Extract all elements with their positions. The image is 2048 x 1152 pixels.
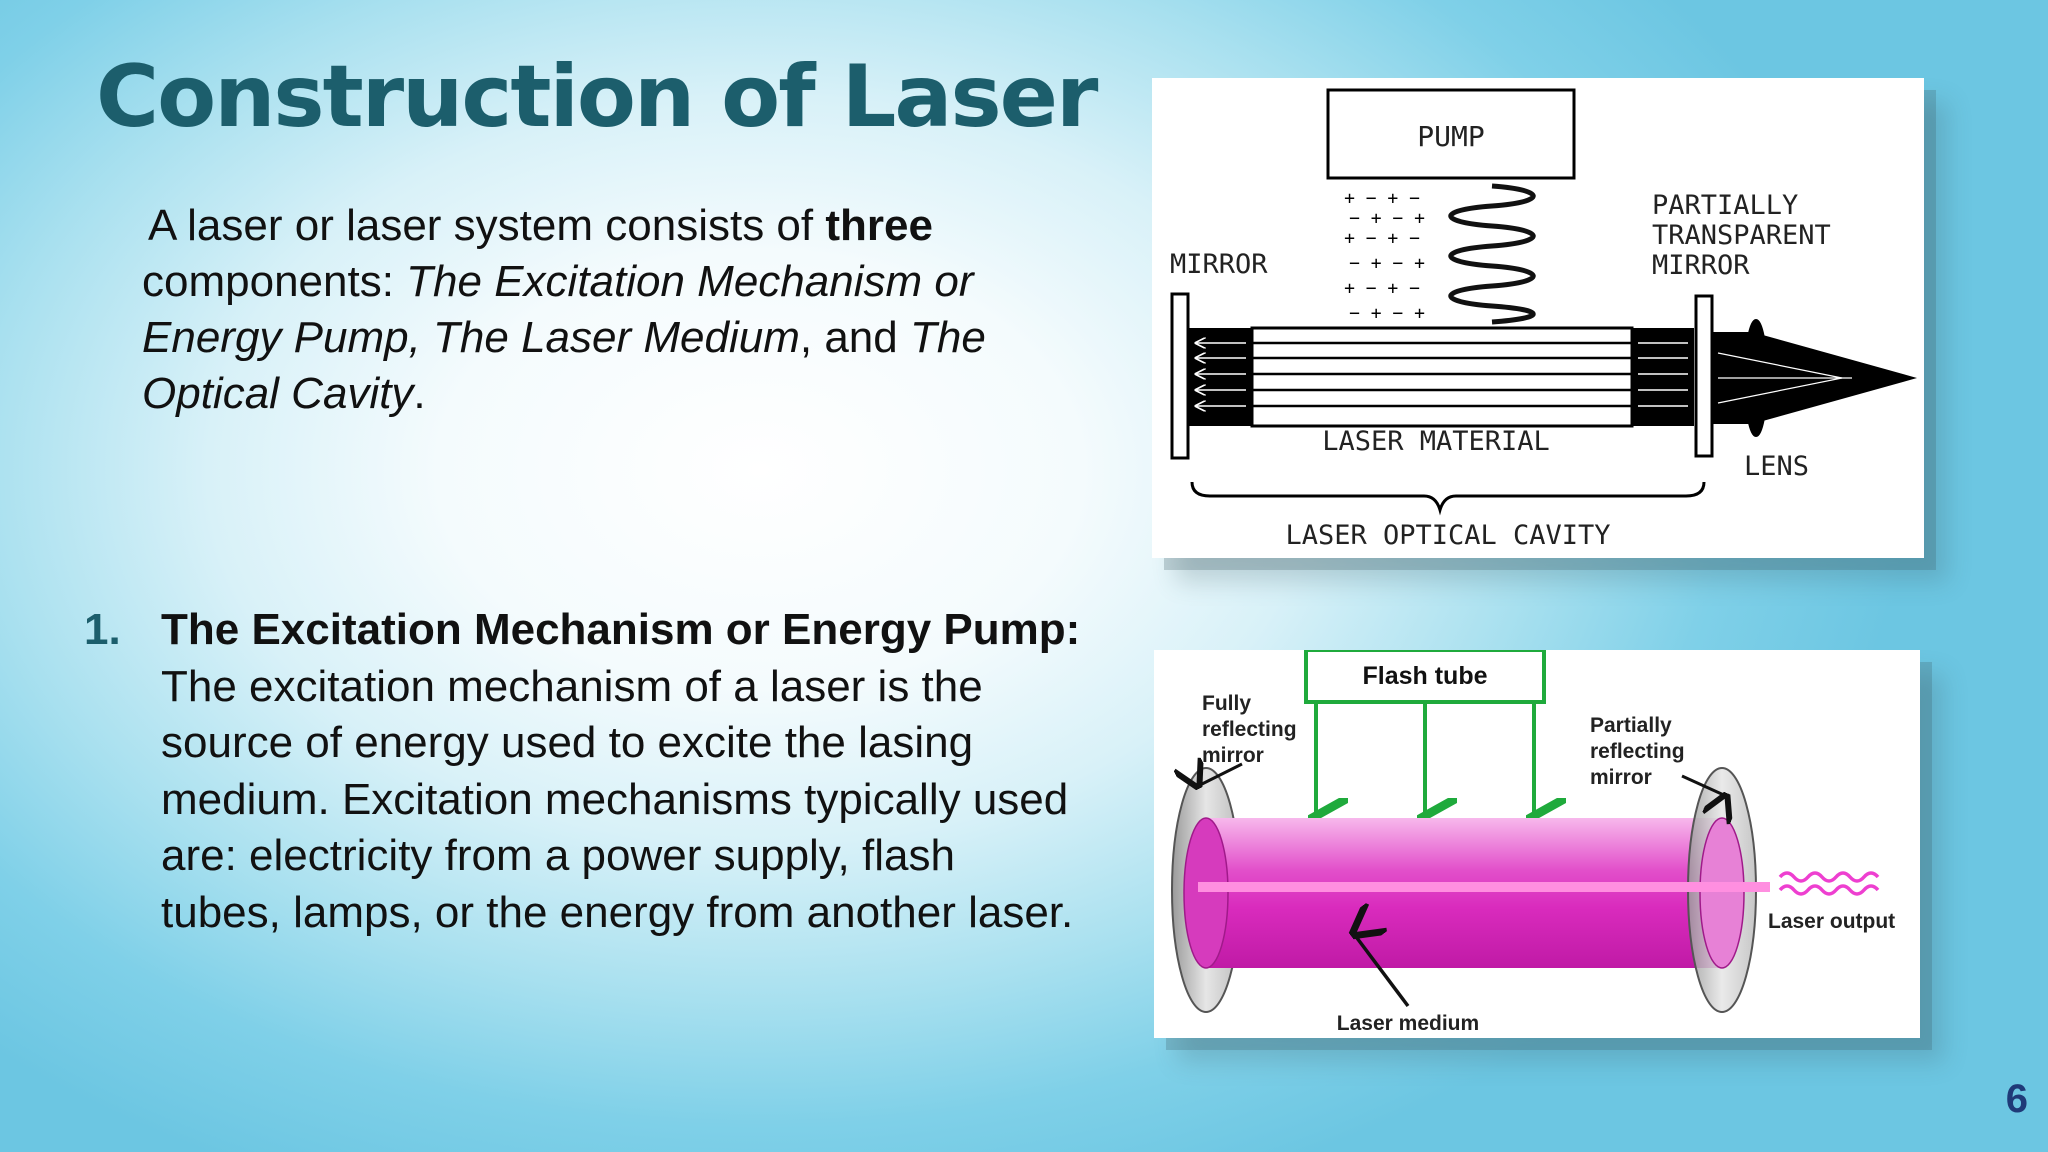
intro-paragraph: A laser or laser system consists of thre…: [142, 198, 1072, 422]
tube-left-end: [1183, 817, 1229, 969]
laser-schematic-figure: PUMP + − + − − + − + + − + − − + − + + −…: [1152, 78, 1924, 558]
pump-label: PUMP: [1417, 120, 1484, 153]
flash-tube-figure: Flash tube Laser output Fully reflecting…: [1154, 650, 1920, 1038]
charge-row-4: − + − +: [1349, 253, 1425, 274]
pump-coil: [1448, 183, 1536, 325]
intro-sep-1: [421, 313, 433, 362]
fully-line-2: reflecting: [1202, 718, 1297, 741]
laser-material-label: LASER MATERIAL: [1322, 426, 1550, 457]
numbered-point-1: 1. The Excitation Mechanism or Energy Pu…: [84, 602, 1084, 941]
lens-label: LENS: [1744, 451, 1809, 482]
charge-row-2: − + − +: [1349, 208, 1425, 229]
charge-row-6: − + − +: [1349, 303, 1425, 324]
cavity-label: LASER OPTICAL CAVITY: [1285, 520, 1610, 551]
point-text: The excitation mechanism of a laser is t…: [161, 661, 1074, 937]
beam-right-lines: [1638, 342, 1688, 407]
intro-text-1: A laser or laser system consists of: [148, 201, 826, 250]
partial-line-2: reflecting: [1590, 740, 1685, 763]
point-body: The Excitation Mechanism or Energy Pump:…: [161, 602, 1084, 941]
fully-line-3: mirror: [1202, 744, 1264, 767]
page-number: 6: [2005, 1077, 2028, 1121]
laser-output-wave: [1778, 871, 1880, 896]
charge-row-5: + − + −: [1344, 278, 1420, 299]
partial-mirror-line-2: TRANSPARENT: [1652, 220, 1831, 251]
fully-pointer: [1198, 764, 1243, 786]
component-excitation: The Excitation Mechanism or Energy Pump,: [142, 257, 974, 362]
partial-line-3: mirror: [1590, 766, 1652, 789]
mirror-label: MIRROR: [1170, 249, 1268, 280]
laser-rod-lines: [1252, 341, 1632, 408]
laser-rod: [1250, 326, 1634, 428]
medium-pointer: [1354, 934, 1410, 1008]
fully-line-1: Fully: [1202, 692, 1251, 715]
tube-right-end: [1699, 817, 1745, 969]
laser-output-label: Laser output: [1768, 910, 1895, 933]
point-heading: The Excitation Mechanism or Energy Pump:: [161, 605, 1081, 654]
component-medium: The Laser Medium: [433, 313, 800, 362]
flash-tube-label: Flash tube: [1362, 662, 1487, 690]
full-mirror: [1170, 292, 1190, 460]
charge-row-1: + − + −: [1344, 188, 1420, 209]
laser-medium-tube: [1206, 818, 1722, 968]
point-number: 1.: [84, 605, 121, 654]
intro-bold-three: three: [825, 201, 933, 250]
beam-left-arrows: [1196, 343, 1246, 406]
pump-box: [1326, 88, 1576, 180]
flash-arrows: [1316, 702, 1534, 818]
partial-pointer: [1681, 774, 1726, 796]
flash-tube-box: [1304, 650, 1546, 704]
flash-tube-svg: Flash tube Laser output Fully reflecting…: [1171, 650, 1895, 1035]
partial-line-1: Partially: [1590, 714, 1672, 737]
exiting-beam: [1710, 882, 1770, 892]
laser-medium-label: Laser medium: [1337, 1012, 1479, 1035]
slide-title: Construction of Laser: [96, 47, 1098, 147]
output-beam-lines: [1717, 352, 1852, 404]
partial-mirror: [1694, 294, 1714, 458]
intro-text-2: components:: [142, 257, 407, 306]
laser-schematic-svg: PUMP + − + − − + − + + − + − − + − + + −…: [1170, 88, 1917, 551]
cavity-brace: [1190, 481, 1706, 516]
component-cavity: The Optical Cavity: [142, 313, 986, 418]
internal-beam: [1198, 882, 1754, 892]
charge-row-3: + − + −: [1344, 228, 1420, 249]
intro-end: .: [413, 369, 426, 418]
partial-mirror-line-1: PARTIALLY: [1652, 190, 1798, 221]
intro-sep-2: , and: [799, 313, 910, 362]
partial-mirror-line-3: MIRROR: [1652, 250, 1750, 281]
beam-right: [1632, 328, 1694, 426]
